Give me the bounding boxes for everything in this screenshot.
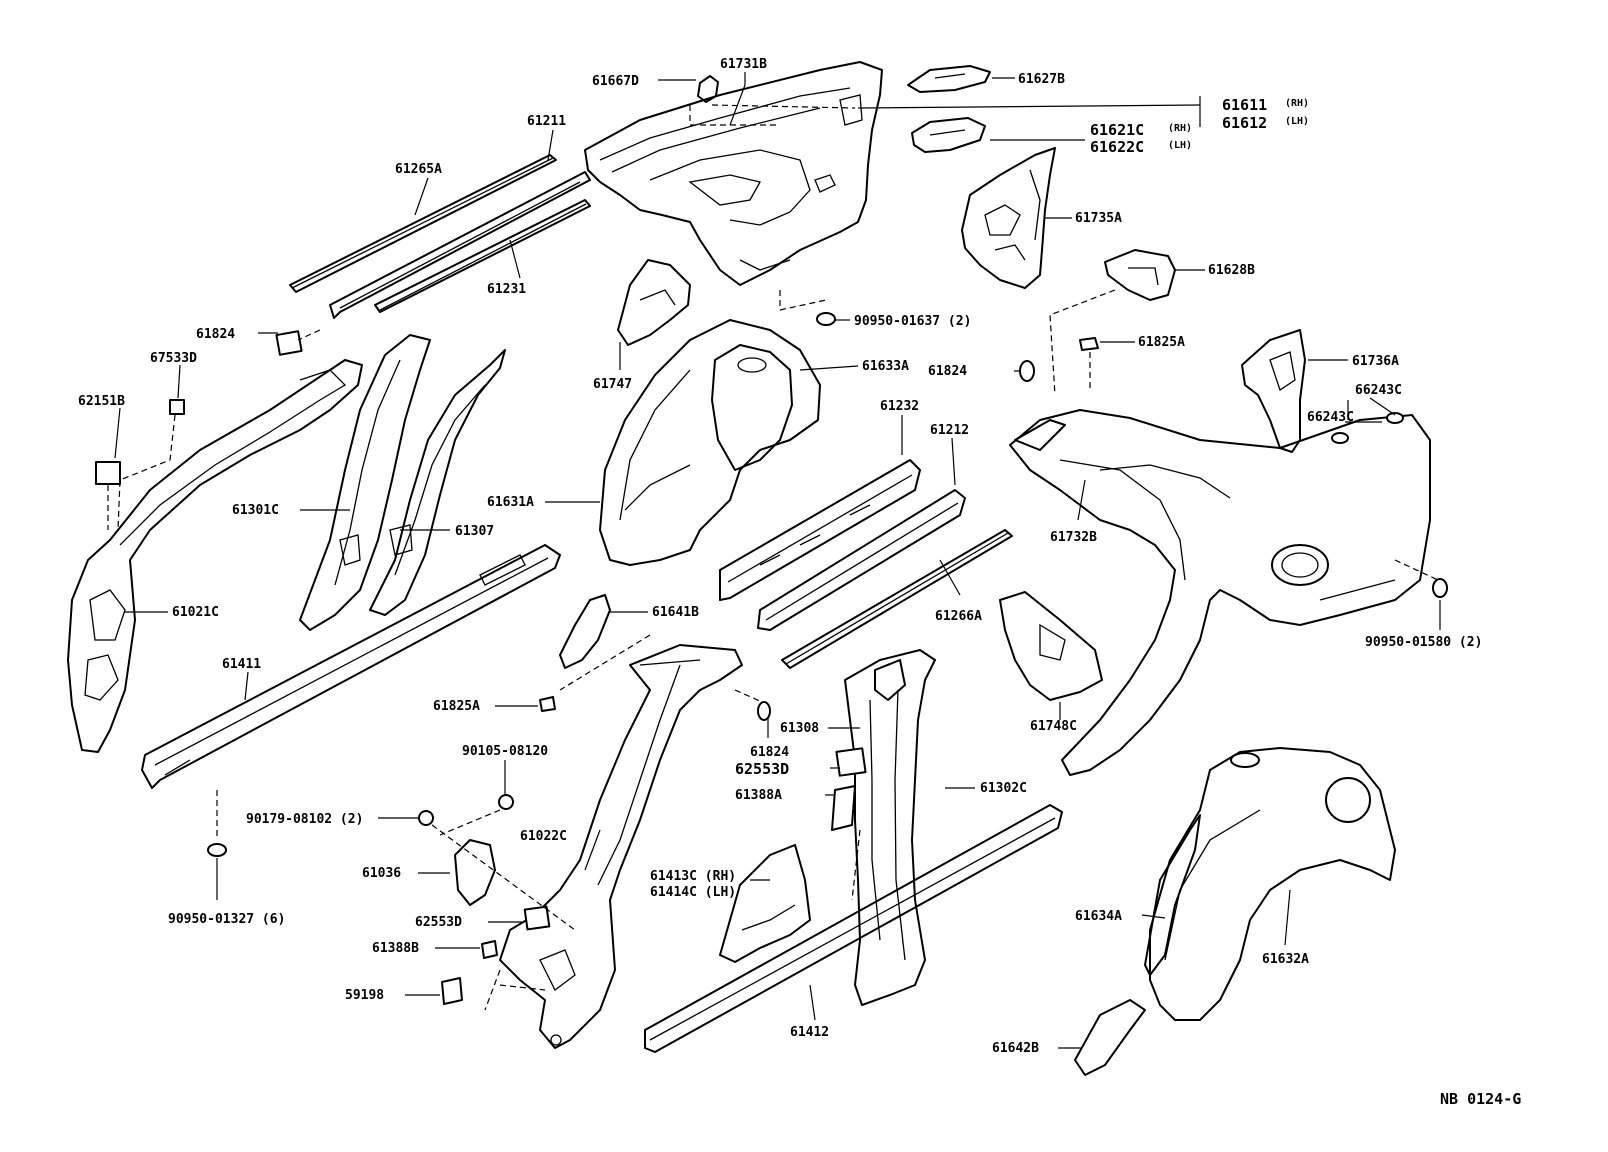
label-61641b[interactable]: 61641B [652,605,699,620]
label-61307[interactable]: 61307 [455,524,494,539]
label-61302c[interactable]: 61302C [980,781,1027,796]
label-62151b[interactable]: 62151B [78,394,125,409]
label-61627b[interactable]: 61627B [1018,72,1065,87]
panel-61413c-drawing [719,844,811,963]
label-61628b[interactable]: 61628B [1208,263,1255,278]
label-61633a[interactable]: 61633A [862,359,909,374]
label-61388a-a[interactable]: 61388A [735,788,782,803]
label-61735a[interactable]: 61735A [1075,211,1122,226]
label-61622c-side: (LH) [1168,140,1192,151]
wheelhouse-rear-drawing [1144,747,1396,1021]
label-66243c-a[interactable]: 66243C [1355,383,1402,398]
roof-side-panel-drawing [584,61,883,286]
label-61736a[interactable]: 61736A [1352,354,1399,369]
label-61631a[interactable]: 61631A [487,495,534,510]
label-61266a[interactable]: 61266A [935,609,982,624]
quarter-panel-outer-drawing [1009,409,1431,776]
label-61825a-a[interactable]: 61825A [1138,335,1185,350]
label-62553d-a[interactable]: 62553D [735,760,789,778]
label-61667d[interactable]: 61667D [592,74,639,89]
label-61731b[interactable]: 61731B [720,57,767,72]
wheelhouse-inner-front-drawing [599,319,821,566]
rail-61212-drawing [757,489,966,631]
label-61634a[interactable]: 61634A [1075,909,1122,924]
center-pillar-inner-drawing [299,334,506,631]
label-61747[interactable]: 61747 [593,377,632,392]
small-parts-drawing [95,312,1448,1005]
label-61824-a[interactable]: 61824 [196,327,235,342]
bracket-61747-drawing [617,259,691,346]
label-90105-08120[interactable]: 90105-08120 [462,744,548,759]
b-pillar-61308-drawing [844,649,936,1006]
bracket-61748c-drawing [999,591,1103,701]
label-61211[interactable]: 61211 [527,114,566,129]
label-61612-side: (LH) [1285,116,1309,127]
label-61642b[interactable]: 61642B [992,1041,1039,1056]
label-90950-01580[interactable]: 90950-01580 (2) [1365,635,1482,650]
label-61414c[interactable]: 61414C (LH) [650,885,736,900]
bracket-61642b-drawing [1074,999,1146,1076]
label-61824-b[interactable]: 61824 [928,364,967,379]
label-61732b[interactable]: 61732B [1050,530,1097,545]
weatherstrip-61266a-drawing [781,529,1013,669]
label-61022c[interactable]: 61022C [520,829,567,844]
label-61612[interactable]: 61612 [1222,114,1267,132]
bracket-61627b-drawing [907,65,991,93]
label-61824-c[interactable]: 61824 [750,745,789,760]
label-61308[interactable]: 61308 [780,721,819,736]
label-61231[interactable]: 61231 [487,282,526,297]
roof-rails-drawing [289,154,591,319]
label-59198[interactable]: 59198 [345,988,384,1003]
label-61021c[interactable]: 61021C [172,605,219,620]
label-61611-side: (RH) [1285,98,1309,109]
label-61825a-b[interactable]: 61825A [433,699,480,714]
bracket-61628b-drawing [1104,249,1176,301]
label-61621c[interactable]: 61621C [1090,121,1144,139]
bracket-61736a-drawing [1241,329,1306,453]
floor-member-61232-drawing [719,459,921,601]
label-61413c[interactable]: 61413C (RH) [650,869,736,884]
bracket-61735a-drawing [961,147,1056,289]
bracket-61036-drawing [454,839,496,906]
label-66243c-b[interactable]: 66243C [1307,410,1354,425]
rocker-panel-61411-drawing [141,544,561,789]
label-67533d[interactable]: 67533D [150,351,197,366]
center-pillar-outer-drawing [499,644,743,1049]
label-61265a[interactable]: 61265A [395,162,442,177]
label-90179-08102[interactable]: 90179-08102 (2) [246,812,363,827]
bracket-61641b-drawing [559,594,611,669]
pad-61667d-drawing [697,75,719,103]
label-61212[interactable]: 61212 [930,423,969,438]
label-61611[interactable]: 61611 [1222,96,1267,114]
label-61622c[interactable]: 61622C [1090,138,1144,156]
label-61036[interactable]: 61036 [362,866,401,881]
label-61412[interactable]: 61412 [790,1025,829,1040]
label-61301c[interactable]: 61301C [232,503,279,518]
label-61232[interactable]: 61232 [880,399,919,414]
front-pillar-outer-drawing [67,359,363,753]
label-61388b[interactable]: 61388B [372,941,419,956]
leader-lines [107,72,1441,1049]
label-61748c[interactable]: 61748C [1030,719,1077,734]
label-61621c-side: (RH) [1168,123,1192,134]
rocker-panel-61412-drawing [644,804,1063,1053]
part-labels: 61667D 61731B 61627B 61611 (RH) 61612 (L… [78,57,1521,1108]
diagram-code: NB 0124-G [1440,1090,1521,1108]
bracket-61621c-drawing [911,117,986,153]
label-90950-01327[interactable]: 90950-01327 (6) [168,912,285,927]
label-61411[interactable]: 61411 [222,657,261,672]
label-62553d-b[interactable]: 62553D [415,915,462,930]
label-90950-01637[interactable]: 90950-01637 (2) [854,314,971,329]
label-61632a[interactable]: 61632A [1262,952,1309,967]
